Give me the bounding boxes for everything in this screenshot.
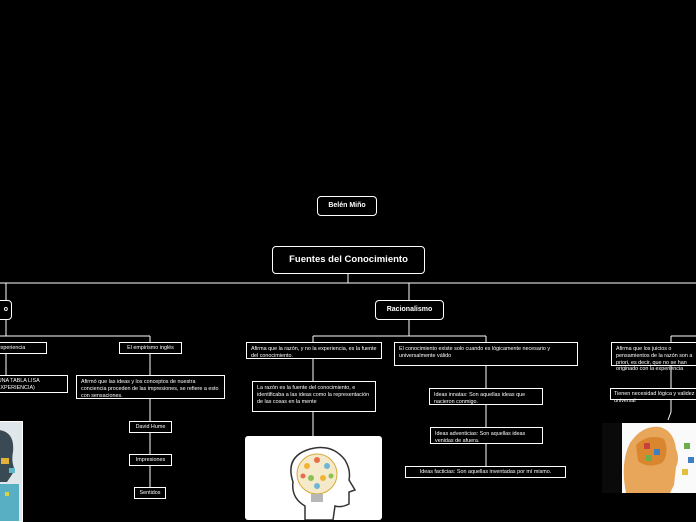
left-branch-node[interactable]: o	[0, 300, 12, 320]
afirma-razon-node[interactable]: Afirma que la razón, y no la experiencia…	[246, 342, 382, 359]
conocimiento-node[interactable]: El conocimiento existe solo cuando es ló…	[394, 342, 578, 366]
ideas-adventicias-node[interactable]: Ideas adventicias: Son aquellas ideas ve…	[430, 427, 543, 444]
afirmo-node[interactable]: Afirmó que las ideas y los conceptos de …	[76, 375, 225, 399]
title-node[interactable]: Fuentes del Conocimiento	[272, 246, 425, 274]
necesidad-node[interactable]: Tienen necesidad lógica y validez univer…	[610, 388, 696, 404]
author-node[interactable]: Belén Miño	[317, 196, 377, 216]
david-hume-node[interactable]: David Hume	[129, 421, 172, 433]
sentidos-node[interactable]: Sentidos	[134, 487, 166, 499]
impresiones-node[interactable]: Impresiones	[129, 454, 172, 466]
head-illustration-image	[0, 421, 23, 522]
juicios-node[interactable]: Afirma que los juicios o pensamientos de…	[611, 342, 696, 372]
ideas-innatas-node[interactable]: Ideas innatas: Son aquellas ideas que na…	[429, 388, 543, 405]
experiencia-node[interactable]: la experiencia	[0, 342, 47, 354]
brain-bulb-image	[245, 436, 382, 520]
puzzle-head-icon	[602, 423, 696, 493]
tabla-rasa-node[interactable]: O UNA TABLA LISA A EXPERIENCIA)	[0, 375, 68, 393]
head-illustration-icon	[0, 422, 22, 521]
racionalismo-node[interactable]: Racionalismo	[375, 300, 444, 320]
empirismo-ingles-node[interactable]: El empirismo inglés	[119, 342, 182, 354]
razon-fuente-node[interactable]: La razón es la fuente del conocimiento, …	[252, 381, 376, 412]
ideas-facticias-node[interactable]: Ideas facticias: Son aquellas inventadas…	[405, 466, 566, 478]
brain-bulb-icon	[290, 446, 357, 520]
puzzle-head-image	[602, 423, 696, 493]
